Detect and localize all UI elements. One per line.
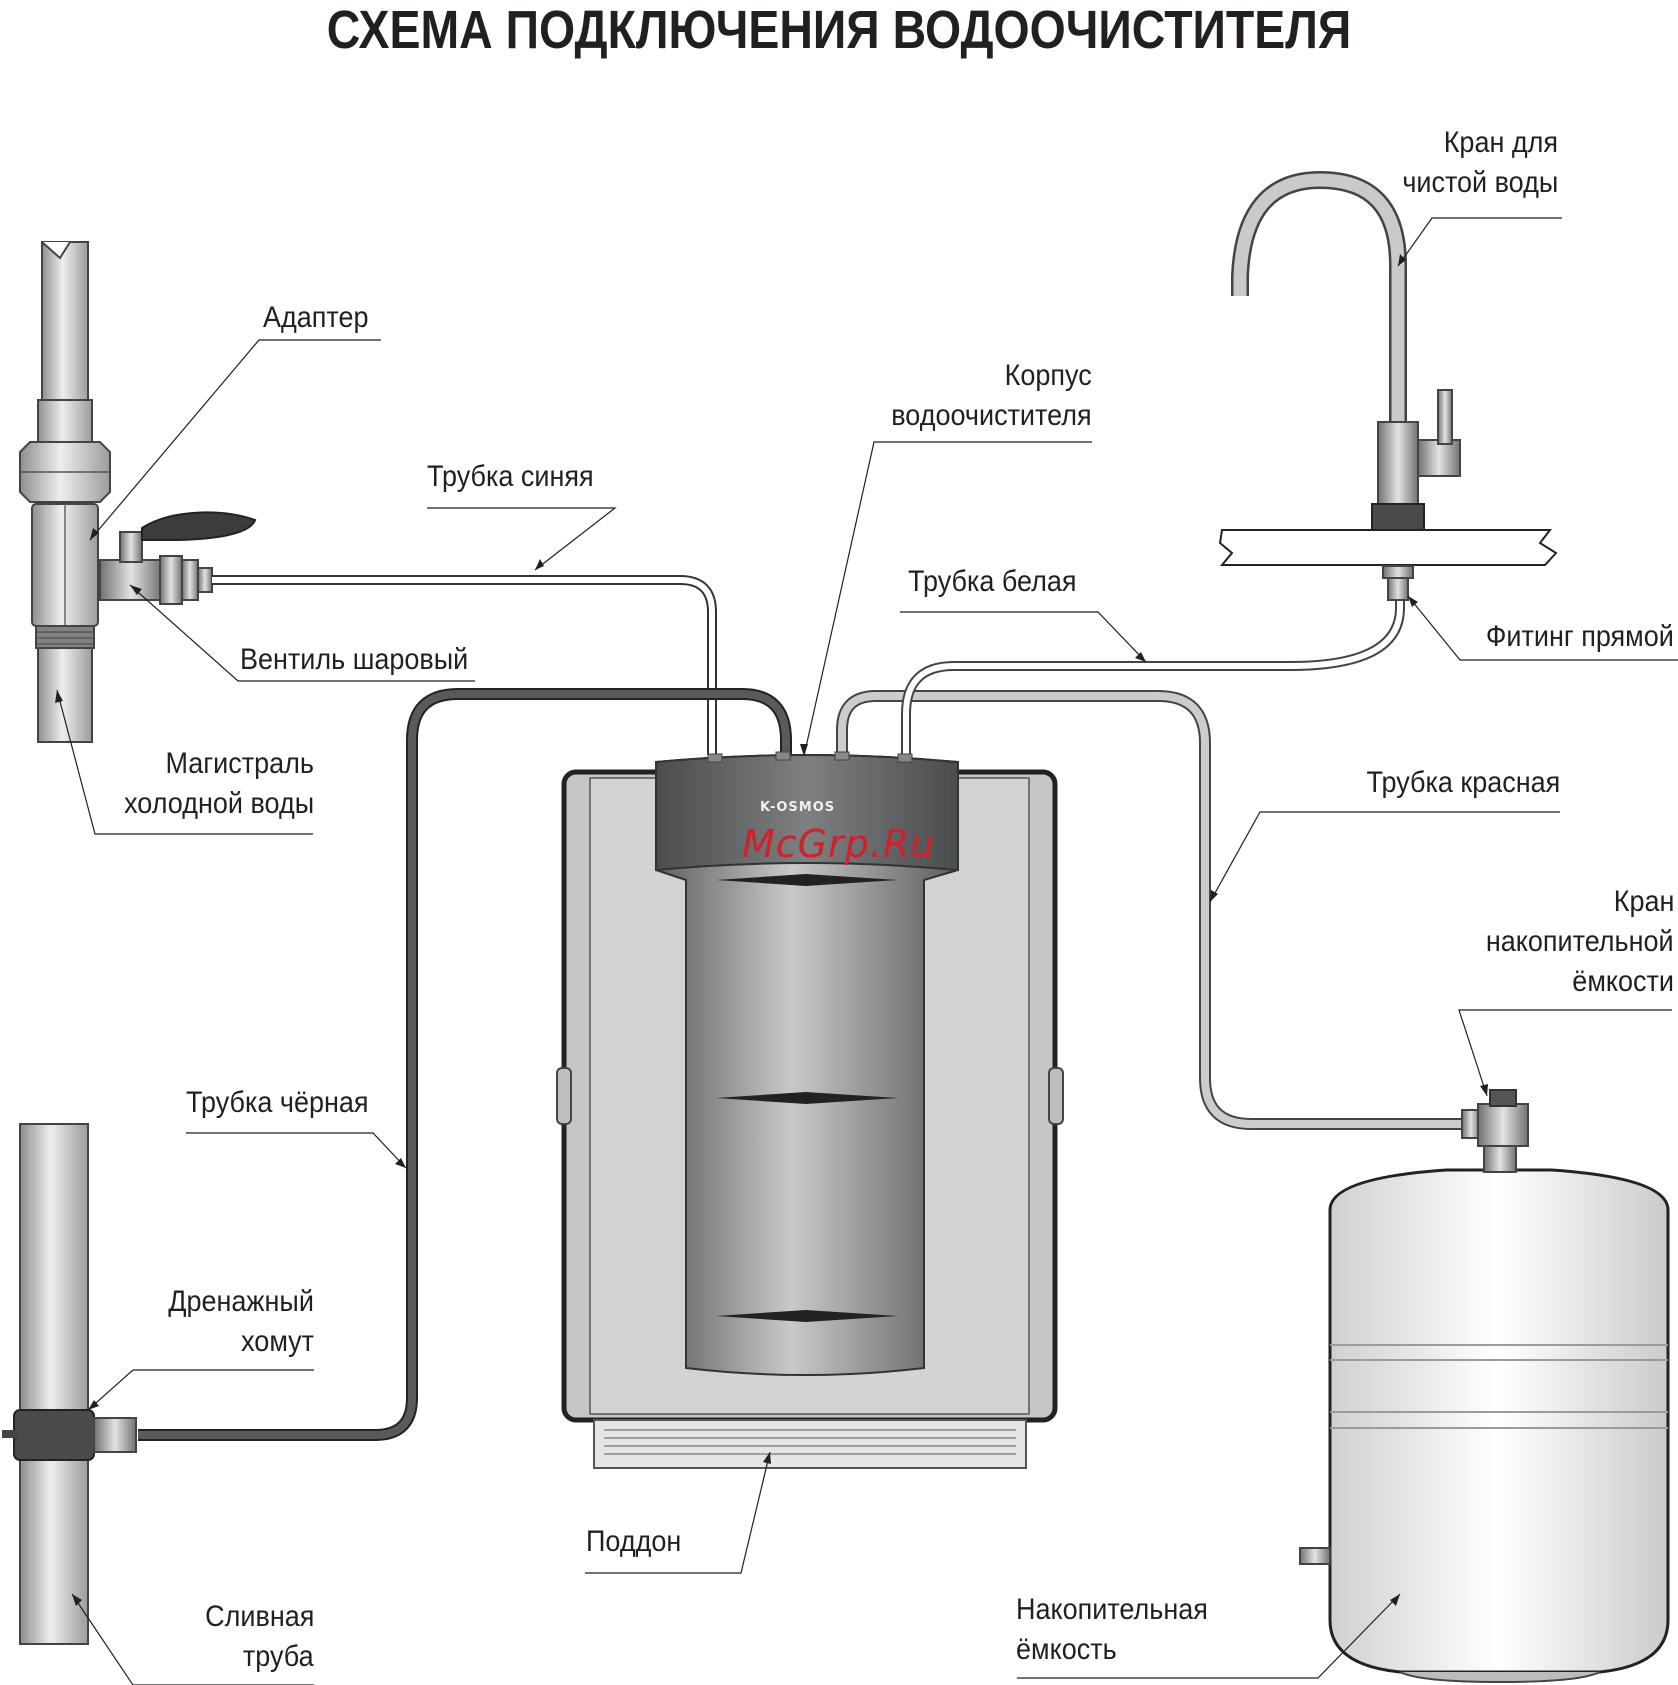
label-red-tube: Трубка красная (1366, 763, 1560, 803)
label-faucet-line1: Кран для (1444, 123, 1558, 163)
label-ball-valve: Вентиль шаровый (240, 640, 468, 680)
label-body-line2: водоочистителя (892, 396, 1092, 436)
label-drain-pipe-line2: труба (243, 1637, 314, 1677)
tray (594, 1420, 1026, 1468)
label-blue-tube: Трубка синяя (427, 457, 594, 497)
label-fitting: Фитинг прямой (1486, 617, 1674, 657)
label-tank-line1: Накопительная (1016, 1590, 1208, 1630)
cold-water-main-pipe (20, 242, 110, 742)
label-main-line1: Магистраль (166, 744, 314, 784)
label-tank-valve-line1: Кран (1613, 882, 1674, 922)
label-tank-valve-line2: накопительной (1486, 922, 1674, 962)
label-tank-valve-line3: ёмкости (1572, 962, 1674, 1002)
label-body-line1: Корпус (1005, 356, 1092, 396)
brand-logo: K-OSMOS (760, 800, 835, 815)
white-tube (906, 586, 1400, 755)
label-main-line2: холодной воды (124, 784, 314, 824)
drain-clamp (2, 1410, 136, 1460)
label-faucet-line2: чистой воды (1402, 163, 1558, 203)
drain-pipe (20, 1124, 88, 1644)
label-adapter: Адаптер (263, 298, 368, 338)
label-drain-clamp-line1: Дренажный (168, 1282, 314, 1322)
watermark-text: McGrp.Ru (742, 822, 935, 866)
storage-tank (1300, 1142, 1668, 1682)
label-black-tube: Трубка чёрная (186, 1083, 369, 1123)
label-drain-pipe-line1: Сливная (205, 1597, 314, 1637)
label-tank-line2: ёмкость (1016, 1630, 1117, 1670)
faucet (1220, 180, 1556, 600)
label-drain-clamp-line2: хомут (241, 1322, 314, 1362)
ball-valve (100, 512, 255, 604)
tank-valve (1462, 1090, 1528, 1146)
label-tray: Поддон (586, 1522, 681, 1562)
label-white-tube: Трубка белая (908, 562, 1077, 602)
